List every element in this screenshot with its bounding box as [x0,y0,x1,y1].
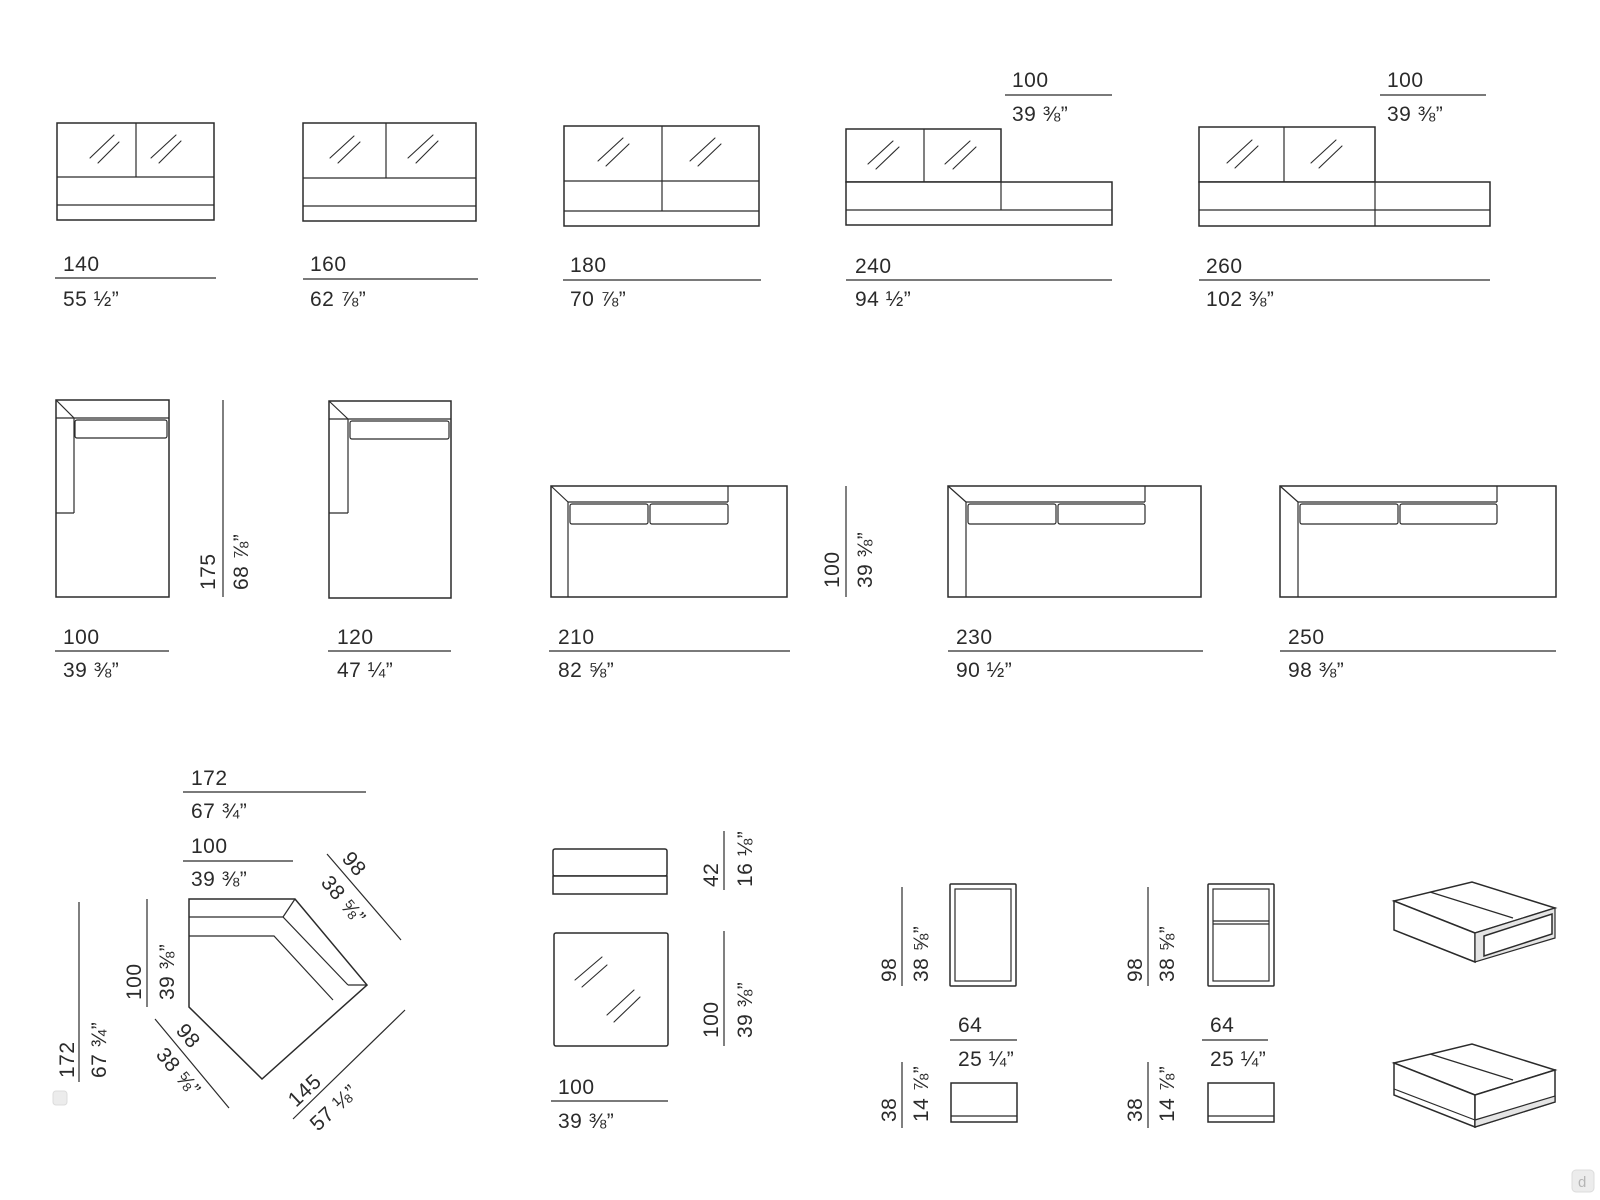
module-240: 100 39 ⅜” 240 94 ½” [845,69,1113,311]
dim-cm-sofa-250: 250 [1288,626,1325,649]
module-160: 160 62 ⅞” [302,122,478,311]
corner-module: 172 67 ¾” 100 39 ⅜” 98 38 ⅝” 100 39 ⅜” 1… [56,767,406,1136]
dim-in-sofa-230: 90 ½” [956,659,1012,682]
module-180: 180 70 ⅞” [563,125,761,311]
dim-cm-chaise-120: 120 [337,626,374,649]
dim-in-table1-width: 25 ¼” [958,1048,1014,1071]
sofa-230: 230 90 ½” [947,485,1203,682]
dim-cm-corner-inner: 100 [191,835,228,858]
dim-in-table1-height: 14 ⅞” [910,1066,933,1122]
dim-cm-180: 180 [570,254,607,277]
dim-in-140: 55 ½” [63,288,119,311]
dim-in-sofa-depth: 39 ⅜” [854,532,877,588]
dim-in-corner-diag-tr: 38 ⅝” [316,871,370,929]
dim-cm-240-ext: 100 [1012,69,1049,92]
dim-cm-chaise-depth: 175 [197,553,220,590]
side-table-1: 98 38 ⅝” 64 25 ¼” 38 14 ⅞” [878,883,1018,1128]
dim-cm-sofa-230: 230 [956,626,993,649]
sofa-210: 210 82 ⅝” [549,485,790,682]
chaise-depth-dimension: 175 68 ⅞” [197,400,253,597]
dim-in-sofa-210: 82 ⅝” [558,659,614,682]
watermark-square-left [52,1090,68,1106]
dim-in-pouf-depth: 39 ⅜” [734,982,757,1038]
table-perspective-closed [1391,1043,1558,1129]
dim-cm-corner-left-inner: 100 [123,963,146,1000]
dim-cm-260: 260 [1206,255,1243,278]
dim-in-corner-inner: 39 ⅜” [191,868,247,891]
watermark-logo-icon: d [1571,1169,1595,1193]
side-table-2: 98 38 ⅝” 64 25 ¼” 38 14 ⅞” [1124,883,1275,1128]
dim-cm-pouf-height: 42 [700,863,723,887]
module-260: 100 39 ⅜” 260 102 ⅜” [1198,69,1491,311]
dim-cm-corner-diag-tr: 98 [337,847,370,880]
dim-cm-sofa-210: 210 [558,626,595,649]
chaise-100: 100 39 ⅜” [55,399,170,682]
dim-in-corner-top: 67 ¾” [191,800,247,823]
dim-in-table2-depth: 38 ⅝” [1156,926,1179,982]
table-perspective-open [1391,881,1558,964]
sofa-depth-dimension: 100 39 ⅜” [821,486,877,597]
dim-in-240: 94 ½” [855,288,911,311]
dim-in-260: 102 ⅜” [1206,288,1274,311]
dim-cm-chaise-100: 100 [63,626,100,649]
dim-in-240-ext: 39 ⅜” [1012,103,1068,126]
dim-in-pouf-height: 16 ⅛” [734,831,757,887]
dim-in-corner-diag-bl: 38 ⅝” [151,1043,205,1101]
dim-cm-table1-depth: 98 [878,958,901,982]
sofa-250: 250 98 ⅜” [1279,485,1557,682]
dim-cm-240: 240 [855,255,892,278]
dim-in-chaise-100: 39 ⅜” [63,659,119,682]
dim-in-table2-height: 14 ⅞” [1156,1066,1179,1122]
dim-cm-table2-width: 64 [1210,1014,1234,1037]
dim-in-chaise-120: 47 ¼” [337,659,393,682]
dim-in-table1-depth: 38 ⅝” [910,926,933,982]
dim-cm-260-ext: 100 [1387,69,1424,92]
dim-cm-pouf-width: 100 [558,1076,595,1099]
dim-in-table2-width: 25 ¼” [1210,1048,1266,1071]
dim-cm-pouf-depth: 100 [700,1001,723,1038]
chaise-120: 120 47 ¼” [328,400,452,682]
dim-cm-corner-top: 172 [191,767,228,790]
dim-in-160: 62 ⅞” [310,288,366,311]
dim-in-pouf-width: 39 ⅜” [558,1110,614,1133]
dim-in-180: 70 ⅞” [570,288,626,311]
module-140: 140 55 ½” [55,122,216,311]
dim-in-corner-left: 67 ¾” [88,1022,111,1078]
dim-cm-table1-height: 38 [878,1098,901,1122]
dim-cm-corner-left: 172 [56,1041,79,1078]
dim-cm-140: 140 [63,253,100,276]
dim-cm-table1-width: 64 [958,1014,982,1037]
dim-in-corner-left-inner: 39 ⅜” [156,944,179,1000]
dim-cm-sofa-depth: 100 [821,551,844,588]
dim-cm-table2-depth: 98 [1124,958,1147,982]
pouf: 42 16 ⅛” 100 39 ⅜” 100 39 ⅜” [551,831,757,1133]
dim-cm-corner-diag-bl: 98 [171,1019,204,1052]
dim-in-260-ext: 39 ⅜” [1387,103,1443,126]
watermark-logo-text: d [1578,1174,1586,1191]
dim-cm-160: 160 [310,253,347,276]
dim-in-sofa-250: 98 ⅜” [1288,659,1344,682]
dim-cm-table2-height: 38 [1124,1098,1147,1122]
dim-in-chaise-depth: 68 ⅞” [230,534,253,590]
